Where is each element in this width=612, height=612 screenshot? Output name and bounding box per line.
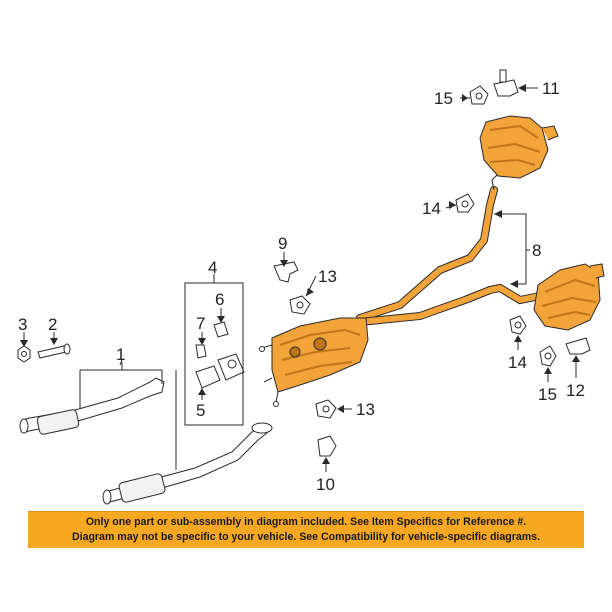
callout-13b: 13 [356, 400, 375, 419]
pipe-clamp-icon [195, 365, 221, 389]
callout-4: 4 [208, 258, 217, 277]
callout-11: 11 [542, 79, 560, 98]
callout-3: 3 [18, 315, 27, 334]
callout-13a: 13 [318, 267, 337, 286]
muffler-right [533, 263, 605, 331]
disclaimer-line-1: Only one part or sub-assembly in diagram… [85, 516, 527, 528]
callout-14a: 14 [422, 199, 441, 218]
callout-5: 5 [196, 401, 205, 420]
hanger-icon-12 [565, 337, 591, 355]
callout-numbers: 1 2 3 4 6 7 5 9 13 13 10 14 14 15 15 11 … [18, 79, 585, 494]
disclaimer-banner: Only one part or sub-assembly in diagram… [28, 511, 584, 548]
front-pipe-left [19, 377, 165, 435]
callout-14b: 14 [508, 353, 527, 372]
callout-15a: 15 [434, 89, 453, 108]
arrowheads [20, 84, 580, 464]
disclaimer-line-2: Diagram may not be specific to your vehi… [71, 531, 541, 543]
center-resonator [259, 317, 369, 407]
pipe-assembly [356, 173, 544, 326]
muffler-upper [479, 115, 559, 179]
callout-7: 7 [196, 314, 205, 333]
clamp-icon [213, 321, 229, 338]
callout-1: 1 [116, 345, 125, 364]
callout-15b: 15 [538, 385, 557, 404]
bracket-icon-10 [317, 435, 337, 457]
stud-icon [37, 345, 67, 359]
callout-2: 2 [48, 315, 57, 334]
callout-9: 9 [278, 234, 287, 253]
callout-8: 8 [532, 241, 541, 260]
hanger-icon-11 [493, 79, 519, 97]
clip-icon [195, 344, 207, 359]
bracket-icon-9 [273, 261, 299, 283]
front-pipe-right [102, 422, 273, 505]
small-parts [17, 69, 591, 457]
callout-6: 6 [215, 290, 224, 309]
callout-10: 10 [316, 475, 335, 494]
callout-12: 12 [566, 381, 585, 400]
